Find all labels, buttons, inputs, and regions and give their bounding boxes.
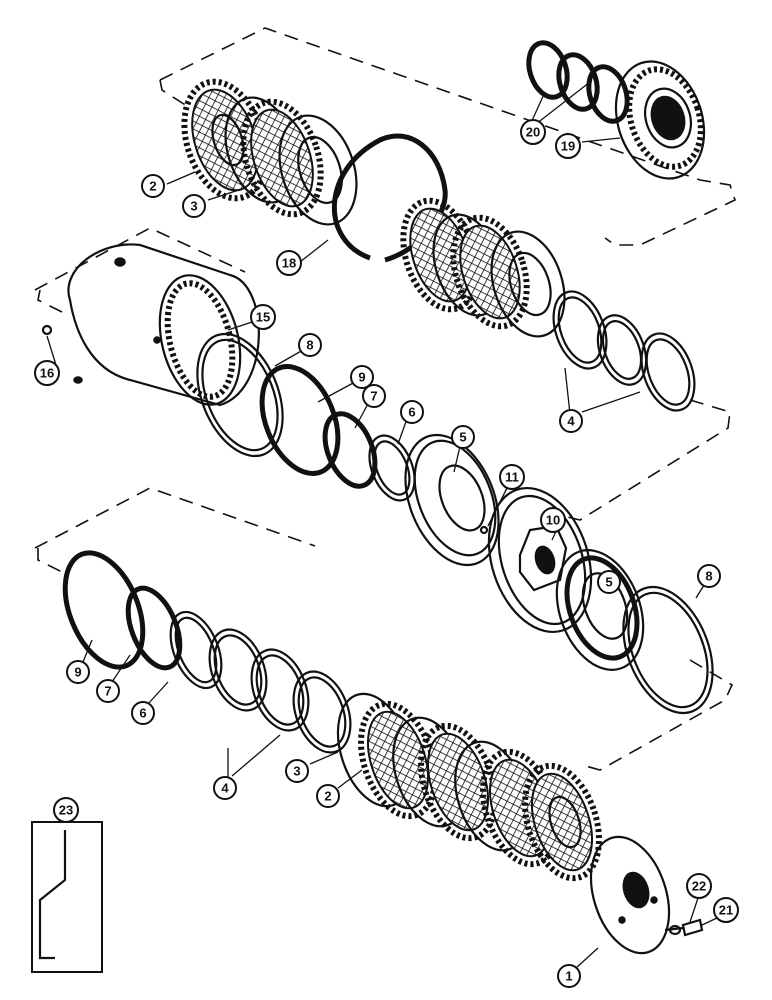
svg-text:21: 21 <box>719 903 733 918</box>
middle-group-outline <box>34 227 731 521</box>
svg-text:10: 10 <box>546 513 560 528</box>
callout-8-upper: 8 <box>298 333 322 357</box>
ring-6-upper <box>368 434 416 502</box>
svg-text:6: 6 <box>408 405 415 420</box>
ring-6-lower <box>169 610 223 690</box>
lower-clutch-pack <box>336 692 602 882</box>
callout-4-lower: 4 <box>213 776 237 800</box>
bolt-21 <box>664 918 704 937</box>
callout-11: 11 <box>499 464 525 490</box>
separator-4-lower-b-inner <box>255 654 305 726</box>
callout-18: 18 <box>276 250 302 276</box>
tube-23 <box>38 830 67 960</box>
callout-16: 16 <box>34 360 60 386</box>
svg-text:3: 3 <box>190 199 197 214</box>
svg-text:1: 1 <box>565 969 572 984</box>
callout-6-upper: 6 <box>400 400 424 424</box>
callout-22: 22 <box>686 873 712 899</box>
bottom-group-outline <box>34 487 734 771</box>
seal-9-lower <box>62 550 146 670</box>
callout-3-lower: 3 <box>285 759 309 783</box>
svg-text:8: 8 <box>705 569 712 584</box>
callout-2-lower: 2 <box>316 784 340 808</box>
svg-text:7: 7 <box>104 684 111 699</box>
svg-text:2: 2 <box>324 789 331 804</box>
svg-text:9: 9 <box>358 370 365 385</box>
seal-8-lower <box>622 585 714 715</box>
callout-9-upper: 9 <box>350 365 374 389</box>
callout-9-lower: 9 <box>66 660 90 684</box>
svg-text:16: 16 <box>40 366 54 381</box>
svg-text:3: 3 <box>293 764 300 779</box>
separator-4-lower-c <box>292 670 352 754</box>
callout-21: 21 <box>713 897 739 923</box>
top-group-outline-left <box>159 79 191 109</box>
svg-text:20: 20 <box>526 125 540 140</box>
svg-text:19: 19 <box>561 139 575 154</box>
top-group-outline <box>159 27 736 246</box>
svg-text:22: 22 <box>692 879 706 894</box>
seal-7-upper <box>322 411 378 489</box>
callout-3-top: 3 <box>182 194 206 218</box>
svg-text:9: 9 <box>74 665 81 680</box>
callout-5-lower: 5 <box>597 570 621 594</box>
separator-4-upper-b <box>596 314 648 386</box>
svg-text:6: 6 <box>139 706 146 721</box>
end-plate-1 <box>589 835 671 955</box>
seal-8-upper <box>196 332 284 458</box>
svg-text:8: 8 <box>306 338 313 353</box>
callout-1: 1 <box>557 964 581 988</box>
svg-text:4: 4 <box>221 781 229 796</box>
housing-15 <box>67 243 260 407</box>
separator-4-upper-a-inner <box>557 296 603 364</box>
callout-7-upper: 7 <box>362 384 386 408</box>
upper-right-clutch-pack <box>400 197 566 338</box>
svg-text:4: 4 <box>567 414 575 429</box>
callout-5-upper: 5 <box>451 425 475 449</box>
leader-lines <box>46 81 718 969</box>
svg-text:15: 15 <box>256 310 270 325</box>
svg-text:23: 23 <box>59 803 73 818</box>
svg-text:7: 7 <box>370 389 377 404</box>
callout-15: 15 <box>250 304 276 330</box>
svg-text:18: 18 <box>282 256 296 271</box>
svg-text:5: 5 <box>459 430 466 445</box>
separator-4-lower-b <box>250 648 310 732</box>
callout-7-lower: 7 <box>96 679 120 703</box>
callout-19: 19 <box>555 133 581 159</box>
seal-8-lower-inner <box>627 591 709 709</box>
piston-5-lower <box>555 549 645 671</box>
ring-6-upper-inner <box>373 440 411 496</box>
callout-20: 20 <box>520 119 546 145</box>
hub-19 <box>614 60 706 180</box>
seal-8-upper-inner <box>201 338 279 452</box>
callout-2-top: 2 <box>141 174 165 198</box>
check-ball-11 <box>479 525 489 535</box>
svg-text:2: 2 <box>149 179 156 194</box>
callout-4-upper: 4 <box>559 409 583 433</box>
callout-6-lower: 6 <box>131 701 155 725</box>
separator-4-lower-c-inner <box>297 676 347 748</box>
callout-8-lower: 8 <box>697 564 721 588</box>
separator-4-lower-a-inner <box>213 634 263 706</box>
plug-16 <box>41 324 53 336</box>
drum-10 <box>487 486 593 634</box>
seal-7-lower <box>125 585 183 671</box>
separator-4-upper-c <box>640 332 696 412</box>
separator-4-upper-b-inner <box>601 320 643 380</box>
separator-4-upper-c-inner <box>645 338 691 406</box>
seal-9-upper <box>259 364 341 476</box>
callout-10: 10 <box>540 507 566 533</box>
piston-5-upper <box>404 433 500 567</box>
svg-text:11: 11 <box>505 470 519 485</box>
svg-text:5: 5 <box>605 575 612 590</box>
callout-23: 23 <box>53 797 79 823</box>
separator-4-lower-a <box>208 628 268 712</box>
